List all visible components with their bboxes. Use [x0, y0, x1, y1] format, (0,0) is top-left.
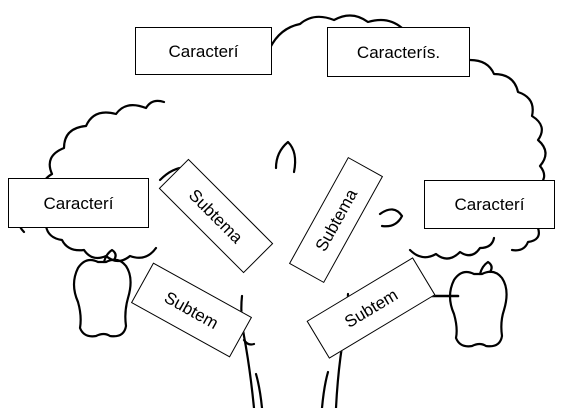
characteristic-label: Caracterí	[168, 41, 239, 61]
tree-trunk-bark-2	[320, 370, 330, 408]
tree-trunk-bark-1	[254, 372, 264, 408]
characteristic-label: Caracterís.	[356, 42, 441, 62]
subtopic-label: Subtem	[161, 287, 222, 333]
apple-left-icon	[72, 258, 132, 338]
tree-branch-center	[274, 140, 297, 174]
characteristic-box-top-left: Caracterí	[135, 27, 272, 75]
tree-branch-right	[378, 208, 404, 228]
tree-canopy-outline	[17, 14, 550, 252]
characteristic-box-left: Caracterí	[8, 178, 149, 228]
characteristic-label: Caracterí	[454, 195, 525, 214]
characteristic-box-top-right: Caracterís.	[327, 27, 470, 77]
apple-left-stem	[102, 248, 117, 264]
tree-trunk-left	[240, 294, 256, 408]
tree-canopy-lower-left	[44, 224, 158, 263]
tree-trunk-bark-3	[242, 338, 256, 346]
apple-right-icon	[448, 270, 508, 348]
tree-canopy-lower-right	[408, 236, 496, 260]
characteristic-label: Caracterí	[43, 193, 114, 213]
apple-right-stem	[478, 260, 493, 276]
characteristic-box-right: Caracterí	[424, 180, 555, 229]
